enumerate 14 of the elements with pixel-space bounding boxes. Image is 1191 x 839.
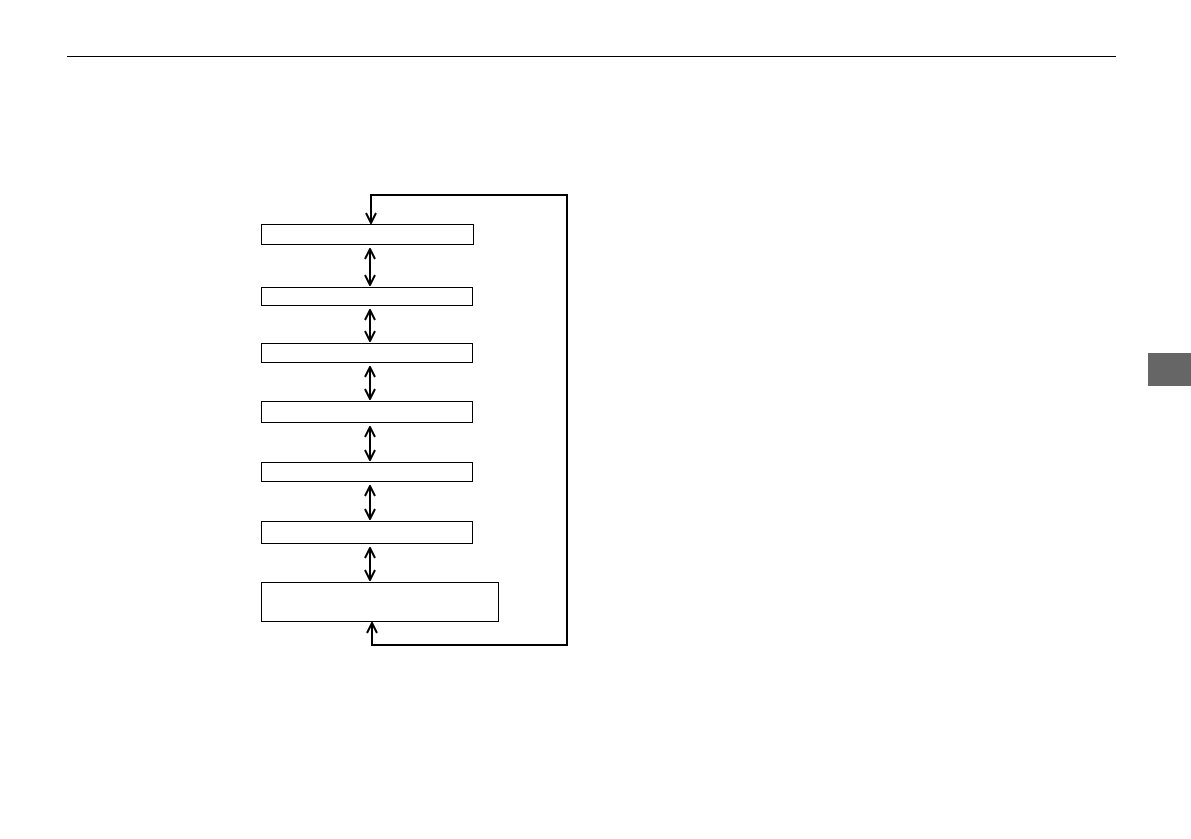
empty-box (261, 287, 473, 306)
empty-box (261, 462, 473, 482)
double-arrow (364, 426, 376, 461)
double-arrow (364, 248, 376, 286)
double-arrow (364, 309, 376, 342)
empty-box (261, 224, 474, 245)
empty-box (261, 343, 473, 363)
empty-box (261, 521, 473, 544)
double-arrow (365, 194, 568, 646)
double-arrow (364, 366, 376, 400)
empty-box (261, 582, 499, 622)
double-arrow (364, 547, 376, 581)
empty-box (261, 401, 473, 423)
double-arrow (364, 485, 376, 520)
